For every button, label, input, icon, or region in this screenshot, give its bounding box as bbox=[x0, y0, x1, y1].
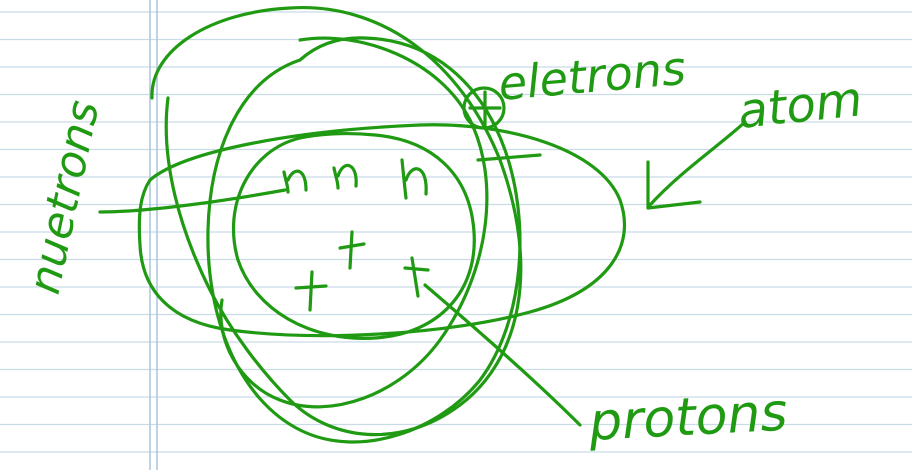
electron-circle-marker bbox=[462, 86, 506, 130]
nucleus-circle bbox=[231, 131, 476, 340]
neutron-pointer-line bbox=[98, 188, 287, 214]
proton-pointer-line bbox=[423, 283, 582, 427]
neutron-symbol-1 bbox=[282, 169, 308, 194]
margin-line bbox=[149, 0, 158, 470]
proton-symbol-1 bbox=[294, 270, 328, 312]
atom-label: atom bbox=[735, 71, 865, 140]
atom-arrow bbox=[646, 120, 747, 210]
neutron-symbol-3 bbox=[400, 158, 428, 200]
orbit-path-tilted bbox=[150, 5, 523, 437]
proton-symbol-3 bbox=[403, 256, 430, 298]
orbit-path-vertical bbox=[206, 36, 522, 444]
neutrons-label: nuetrons bbox=[19, 96, 110, 298]
electrons-label: eletrons bbox=[496, 41, 688, 111]
neutron-symbol-2 bbox=[332, 163, 358, 190]
orbit-path-lower bbox=[219, 36, 489, 409]
electron-plus-symbol bbox=[468, 90, 502, 128]
protons-label: protons bbox=[587, 383, 789, 453]
orbit-path-horizontal bbox=[137, 123, 626, 338]
proton-symbol-2 bbox=[338, 230, 366, 270]
electron-pointer-line bbox=[476, 153, 542, 162]
